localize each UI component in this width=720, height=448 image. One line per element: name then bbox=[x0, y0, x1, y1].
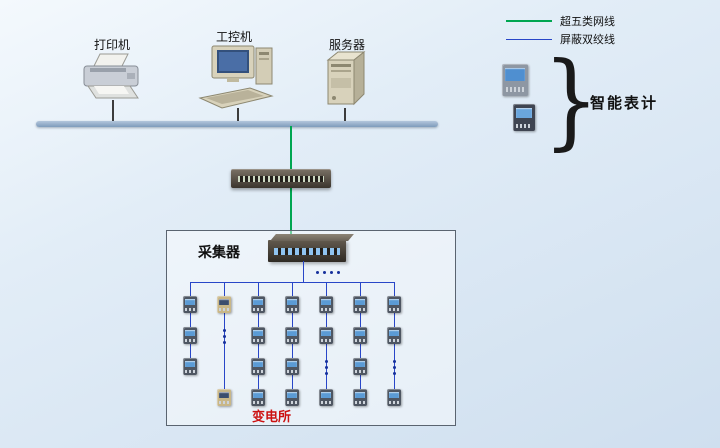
workstation-icon bbox=[198, 45, 274, 109]
meter-icon bbox=[319, 296, 333, 313]
meter-icon bbox=[183, 296, 197, 313]
meter-icon bbox=[183, 327, 197, 344]
meter-icon bbox=[353, 327, 367, 344]
server-drop-wire bbox=[344, 108, 346, 124]
legend-row-stp: 屏蔽双绞线 bbox=[506, 30, 615, 48]
meter-icon bbox=[353, 389, 367, 406]
printer-icon bbox=[83, 53, 139, 99]
smart-meters-label: 智能表计 bbox=[590, 94, 659, 112]
workstation-label: 工控机 bbox=[216, 30, 253, 44]
legend: 超五类网线 屏蔽双绞线 bbox=[506, 12, 615, 48]
meter-buttons bbox=[516, 124, 532, 128]
workstation-drop-wire bbox=[237, 108, 239, 124]
meter-icon bbox=[251, 296, 265, 313]
meter-screen bbox=[516, 108, 532, 118]
server-label: 服务器 bbox=[329, 38, 366, 52]
network-bus bbox=[36, 121, 438, 127]
meter-icon bbox=[387, 327, 401, 344]
meter-icon bbox=[285, 327, 299, 344]
meter-icon bbox=[387, 296, 401, 313]
meter-icon bbox=[285, 296, 299, 313]
meter-icon bbox=[251, 389, 265, 406]
grouping-brace: } bbox=[542, 39, 600, 161]
meter-icon bbox=[183, 358, 197, 375]
more-meters-ellipsis bbox=[325, 360, 328, 378]
cat5e-wire-switch-to-collector bbox=[290, 187, 292, 241]
meter-column-wire bbox=[224, 282, 225, 398]
cat5e-line-label: 超五类网线 bbox=[560, 15, 615, 28]
cat5e-line-sample bbox=[506, 20, 552, 22]
collector-label: 采集器 bbox=[198, 245, 240, 261]
more-meters-ellipsis bbox=[223, 329, 226, 347]
meter-icon bbox=[319, 327, 333, 344]
collector-ports bbox=[274, 248, 340, 255]
meter-icon bbox=[353, 358, 367, 375]
meter-icon bbox=[217, 296, 231, 313]
meter-icon bbox=[285, 389, 299, 406]
printer-label: 打印机 bbox=[94, 38, 131, 52]
switch-device bbox=[231, 169, 331, 188]
cat5e-wire-bus-to-switch bbox=[290, 126, 292, 170]
meter-icon bbox=[387, 389, 401, 406]
smart-meter-icon bbox=[513, 104, 535, 131]
meter-icon bbox=[251, 327, 265, 344]
legend-row-cat5e: 超五类网线 bbox=[506, 12, 615, 30]
meter-screen bbox=[505, 68, 525, 81]
collector-device bbox=[268, 234, 354, 262]
server-icon bbox=[326, 50, 366, 106]
meter-icon bbox=[251, 358, 265, 375]
meter-icon bbox=[285, 358, 299, 375]
substation-label: 变电所 bbox=[252, 410, 292, 425]
more-columns-ellipsis bbox=[316, 271, 340, 274]
switch-ports bbox=[238, 176, 324, 182]
stp-line-sample bbox=[506, 38, 552, 40]
collector-drop-wire bbox=[303, 261, 304, 282]
substation-box bbox=[166, 230, 456, 426]
more-meters-ellipsis bbox=[393, 360, 396, 378]
smart-meter-icon bbox=[502, 64, 528, 96]
meter-icon bbox=[319, 389, 333, 406]
meter-buttons bbox=[506, 87, 524, 92]
meter-icon bbox=[353, 296, 367, 313]
printer-drop-wire bbox=[112, 100, 114, 124]
stp-line-label: 屏蔽双绞线 bbox=[560, 33, 615, 46]
meter-icon bbox=[217, 389, 231, 406]
meter-column-wire bbox=[190, 282, 191, 367]
